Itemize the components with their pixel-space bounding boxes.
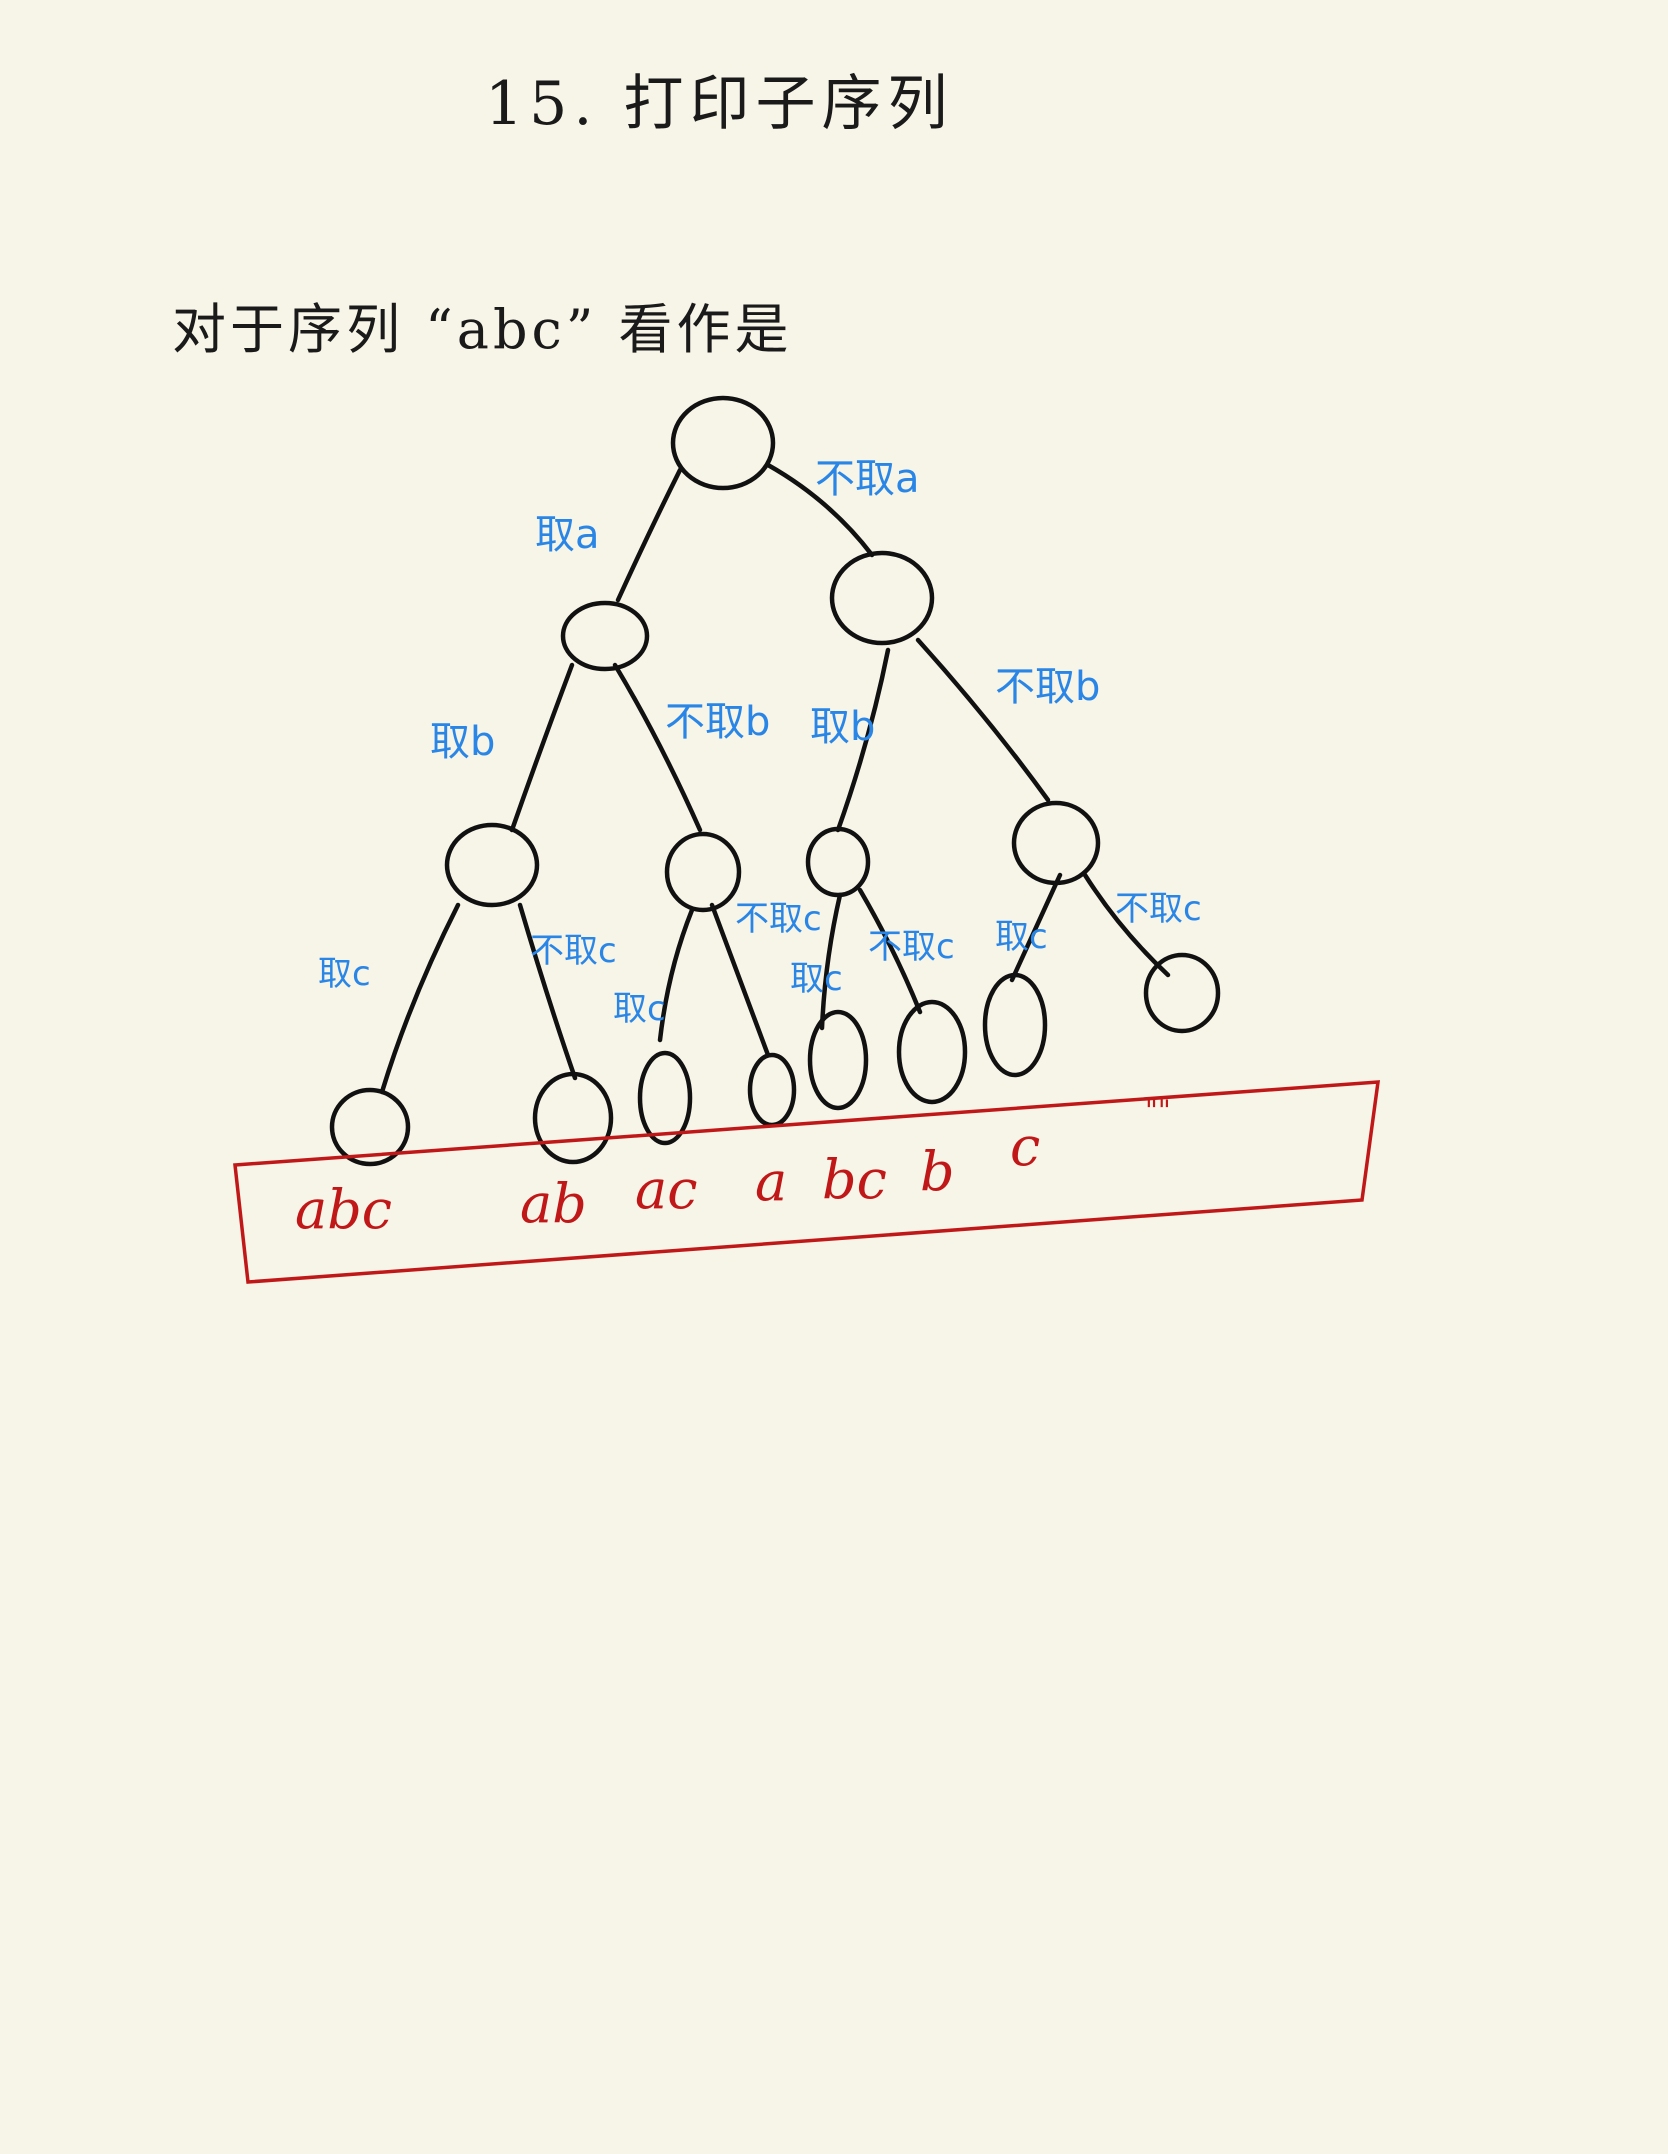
node-l xyxy=(560,600,650,672)
edge-rr-1 xyxy=(1009,872,1063,983)
node-rl xyxy=(805,826,871,898)
result-item: b xyxy=(920,1140,955,1203)
result-item: c xyxy=(1010,1115,1040,1178)
leaf-5 xyxy=(807,1009,869,1111)
result-item: bc xyxy=(822,1148,887,1211)
leaf-6 xyxy=(896,999,968,1105)
edge-r-rl xyxy=(835,647,891,833)
result-item: abc xyxy=(295,1178,392,1241)
tree-nodes xyxy=(329,395,1221,1167)
result-item: ab xyxy=(520,1172,587,1235)
node-rr xyxy=(1011,800,1101,886)
edge-label: 取b xyxy=(430,719,495,765)
edge-ll-1 xyxy=(379,902,461,1095)
edge-label: 不取c xyxy=(530,931,617,971)
edge-label: 取a xyxy=(535,512,600,558)
leaf-2 xyxy=(532,1071,614,1165)
results-row: abc ab ac a bc b c "" xyxy=(295,1094,1171,1241)
edge-lr-2 xyxy=(709,902,771,1058)
edge-label: 取b xyxy=(810,704,875,750)
node-lr xyxy=(664,831,742,913)
leaf-4 xyxy=(747,1052,797,1128)
edge-label: 不取b xyxy=(665,699,770,745)
result-item: "" xyxy=(1145,1094,1171,1127)
edge-ll-2 xyxy=(517,902,578,1081)
edge-l-lr xyxy=(612,662,703,833)
edge-label: 取c xyxy=(318,954,371,994)
edge-rl-2 xyxy=(857,887,923,1015)
edge-label: 不取c xyxy=(868,927,955,967)
edge-label: 不取a xyxy=(815,456,920,502)
leaf-8 xyxy=(1143,952,1221,1034)
leaf-1 xyxy=(329,1087,411,1167)
edge-labels: 取a 不取a 取b 不取b 取b 不取b 取c 不取c 取c 不取c 取c 不取… xyxy=(318,456,1202,1029)
edge-label: 不取b xyxy=(995,664,1100,710)
results-box xyxy=(233,1080,1381,1284)
edge-r-rr xyxy=(915,637,1051,803)
edge-lr-1 xyxy=(657,907,695,1043)
page-title: 15. 打印子序列 xyxy=(485,69,954,139)
leaf-3 xyxy=(637,1050,693,1146)
leaf-7 xyxy=(982,972,1048,1078)
edge-label: 不取c xyxy=(1115,889,1202,929)
result-item: ac xyxy=(635,1158,697,1221)
node-r xyxy=(829,550,935,646)
result-item: a xyxy=(755,1150,787,1213)
edge-rl-1 xyxy=(819,892,843,1031)
edge-label: 不取c xyxy=(735,899,822,939)
tree-edges xyxy=(379,462,1171,1095)
node-ll xyxy=(444,822,540,908)
edge-root-right xyxy=(765,462,875,558)
edge-root-left xyxy=(615,467,683,603)
edge-l-ll xyxy=(509,662,575,833)
edge-label: 取c xyxy=(790,959,843,999)
node-root xyxy=(670,395,776,491)
page-subtitle: 对于序列 “abc” 看作是 xyxy=(172,298,793,361)
edge-label: 取c xyxy=(995,917,1048,957)
edge-label: 取c xyxy=(613,989,666,1029)
